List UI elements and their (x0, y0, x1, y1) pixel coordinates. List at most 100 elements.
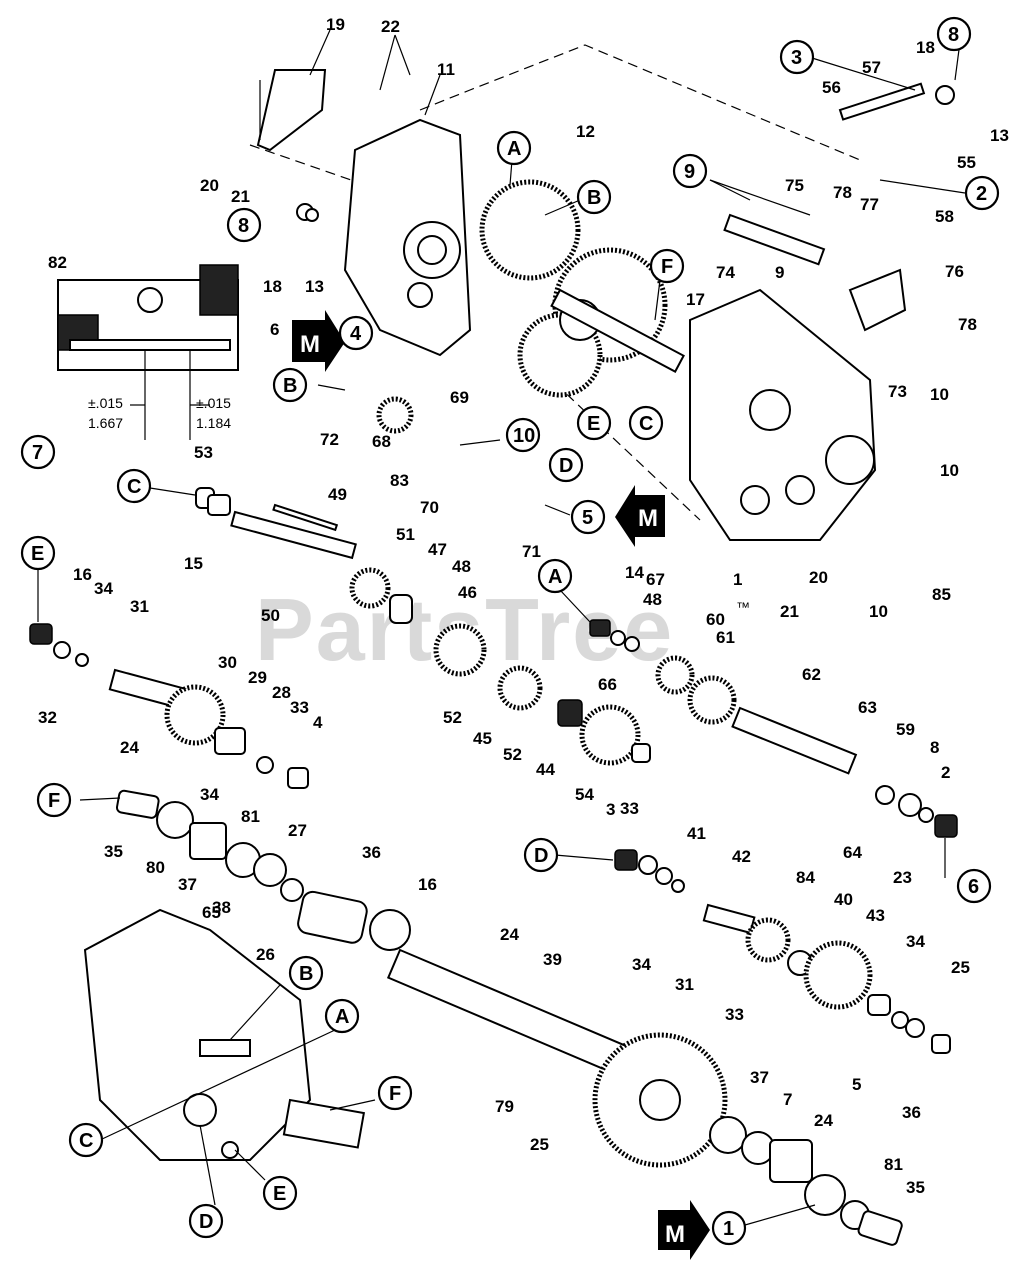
label: 48 (643, 590, 662, 609)
label: 31 (675, 975, 694, 994)
label: 77 (860, 195, 879, 214)
callout-b-low: B (299, 963, 313, 985)
key-49 (272, 503, 339, 532)
label: 24 (120, 738, 139, 757)
gear-60 (655, 655, 695, 695)
callout-e-low: E (273, 1183, 286, 1205)
inset-ball (137, 287, 163, 313)
seal-35b (804, 1174, 846, 1216)
bushing-5 (931, 1034, 951, 1054)
label: 57 (862, 58, 881, 77)
dim-1184-tol: ±.015 (196, 395, 231, 411)
washer-65 (875, 785, 895, 805)
label: 78 (833, 183, 852, 202)
callout-d-mid: D (534, 845, 548, 867)
callout-e-mid: E (31, 543, 44, 565)
label: 67 (646, 570, 665, 589)
bushing-43 (867, 994, 891, 1016)
callout-f: F (661, 256, 673, 278)
label: 59 (896, 720, 915, 739)
label: 76 (945, 262, 964, 281)
callout-10: 10 (513, 425, 535, 447)
callout-2: 2 (976, 183, 987, 205)
m-badge-middle: M (615, 485, 665, 547)
shaft-50 (230, 510, 357, 560)
hub-23 (639, 1079, 681, 1121)
bearing-d-16 (614, 849, 638, 871)
label: 18 (263, 277, 282, 296)
label: 5 (852, 1075, 861, 1094)
callout-6: 6 (968, 876, 979, 898)
label: 64 (843, 843, 862, 862)
label: 42 (732, 847, 751, 866)
callout-4: 4 (350, 323, 362, 345)
label: 11 (437, 60, 455, 79)
label: 21 (231, 187, 250, 206)
label: 69 (450, 388, 469, 407)
label: 58 (935, 207, 954, 226)
gear-45 (497, 665, 543, 711)
bushing-47 (389, 594, 413, 624)
label: 85 (932, 585, 951, 604)
gear-42 (745, 917, 791, 963)
label: 43 (866, 906, 885, 925)
label: 29 (248, 668, 267, 687)
label: 68 (372, 432, 391, 451)
label: 10 (940, 461, 959, 480)
label: 52 (503, 745, 522, 764)
callout-a-low: A (335, 1006, 349, 1028)
label: 83 (390, 471, 409, 490)
label: 34 (94, 579, 113, 598)
label: 56 (822, 78, 841, 97)
label: 62 (802, 665, 821, 684)
label: 35 (906, 1178, 925, 1197)
label: 30 (218, 653, 237, 672)
label: 75 (785, 176, 804, 195)
callout-1: 1 (723, 1218, 734, 1240)
label: 20 (200, 176, 219, 195)
label: 79 (495, 1097, 514, 1116)
label: 15 (184, 554, 203, 573)
label: 17 (686, 290, 705, 309)
leader-lines (37, 29, 966, 1226)
gear-61 (687, 675, 737, 725)
label: 16 (418, 875, 437, 894)
label: 53 (194, 443, 213, 462)
bearing-a-14 (589, 619, 611, 637)
bushing-3 (631, 743, 651, 763)
label: 31 (130, 597, 149, 616)
label: 6 (270, 320, 279, 339)
m-badge-label: M (638, 505, 658, 532)
label: 35 (104, 842, 123, 861)
label: 72 (320, 430, 339, 449)
callout-f-low: F (389, 1083, 401, 1105)
label: 73 (888, 382, 907, 401)
ring-8 (898, 793, 922, 817)
callout-a-mid: A (548, 566, 562, 588)
label: 25 (951, 958, 970, 977)
shaft-26 (386, 948, 632, 1077)
dim-1667: 1.667 (88, 415, 123, 431)
label: 49 (328, 485, 347, 504)
bearing-81b (857, 1210, 903, 1246)
callout-9: 9 (684, 161, 695, 183)
label: 48 (452, 557, 471, 576)
bushing-28 (214, 727, 246, 755)
label: 25 (530, 1135, 549, 1154)
inset-shaft (69, 339, 231, 351)
callout-3: 3 (791, 47, 802, 69)
case-right-half (689, 288, 877, 541)
case-assembled-view (83, 908, 366, 1161)
bearing-e-16 (29, 623, 53, 645)
shaft-63 (731, 706, 858, 775)
label: 78 (958, 315, 977, 334)
ring-31b (671, 879, 685, 893)
shaft-39 (702, 903, 756, 935)
callout-5: 5 (582, 507, 593, 529)
label: 55 (957, 153, 976, 172)
case-left-half (343, 118, 472, 357)
m-badge-label: M (300, 331, 320, 358)
cross-section-inset (57, 264, 239, 440)
m-badge-top-left: M (292, 310, 345, 372)
label: 8 (930, 738, 939, 757)
